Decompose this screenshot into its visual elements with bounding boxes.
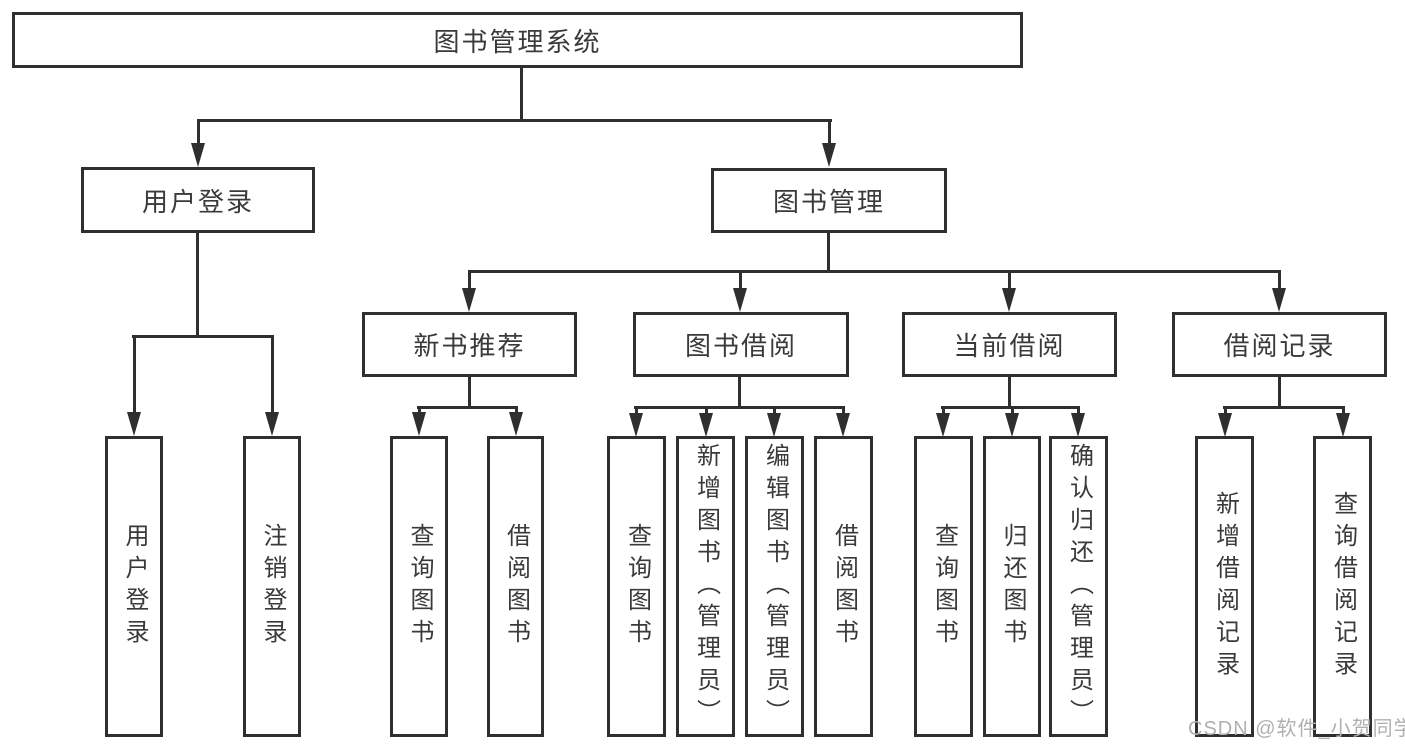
arrow-down-icon	[935, 413, 950, 437]
leaf-label: 注销登录	[259, 522, 286, 651]
connector-line-v	[520, 68, 523, 120]
arrow-stem	[270, 335, 274, 414]
connector-line-h	[468, 270, 1281, 273]
leaf-user-login: 用户登录	[105, 436, 163, 737]
arrow-down-icon	[1070, 413, 1085, 437]
arrow-down-icon	[1002, 288, 1016, 312]
leaf-label: 编辑图书（管理员）	[761, 442, 789, 731]
arrow-stem	[739, 270, 742, 290]
arrow-stem	[827, 119, 831, 145]
node-label: 图书管理	[772, 187, 885, 217]
arrow-down-icon	[733, 288, 747, 312]
leaf-label: 新增借阅记录	[1211, 490, 1239, 683]
arrow-down-icon	[462, 288, 476, 312]
arrow-down-icon	[628, 413, 643, 437]
connector-line-v	[1278, 377, 1281, 406]
leaf-label: 查询图书	[406, 522, 433, 651]
leaf-label: 新增图书（管理员）	[692, 442, 720, 731]
arrow-stem	[468, 270, 471, 290]
arrow-stem	[772, 406, 776, 415]
connector-line-v	[1008, 377, 1011, 406]
arrow-down-icon	[698, 413, 713, 437]
arrow-down-icon	[1272, 288, 1286, 312]
arrow-stem	[841, 406, 845, 415]
arrow-down-icon	[766, 413, 781, 437]
leaf-bb-add-books-admin: 新增图书（管理员）	[676, 436, 735, 737]
arrow-stem	[1278, 270, 1281, 290]
arrow-down-icon	[1004, 413, 1019, 437]
arrow-stem	[1223, 406, 1227, 415]
leaf-cb-return-books: 归还图书	[983, 436, 1041, 737]
node-root: 图书管理系统	[12, 12, 1023, 68]
arrow-stem	[634, 406, 638, 415]
leaf-label: 查询借阅记录	[1329, 490, 1357, 683]
connector-line-h	[634, 406, 845, 409]
node-new-book-recommend: 新书推荐	[362, 312, 577, 377]
arrow-down-icon	[190, 143, 205, 167]
arrow-stem	[417, 406, 421, 414]
connector-line-v	[738, 377, 741, 406]
leaf-label: 借阅图书	[830, 522, 858, 651]
leaf-nbr-query-books: 查询图书	[390, 436, 448, 737]
connector-line-v	[196, 233, 199, 335]
node-user-login: 用户登录	[81, 167, 315, 233]
node-label: 新书推荐	[413, 331, 526, 361]
arrow-down-icon	[1335, 413, 1350, 437]
connector-line-h	[197, 119, 832, 122]
connector-line-h	[1223, 406, 1345, 409]
arrow-stem	[1008, 270, 1011, 290]
arrow-down-icon	[508, 412, 523, 436]
leaf-nbr-borrow-books: 借阅图书	[487, 436, 544, 737]
arrow-stem	[1341, 406, 1345, 415]
connector-line-h	[417, 406, 518, 409]
leaf-bb-edit-books-admin: 编辑图书（管理员）	[745, 436, 804, 737]
connector-line-v	[827, 233, 830, 270]
arrow-stem	[1010, 406, 1014, 415]
leaf-label: 查询图书	[930, 522, 958, 651]
connector-line-h	[132, 335, 274, 338]
leaf-logout: 注销登录	[243, 436, 301, 737]
leaf-br-add-record: 新增借阅记录	[1195, 436, 1254, 737]
node-borrow-records: 借阅记录	[1172, 312, 1387, 377]
arrow-stem	[704, 406, 708, 415]
arrow-stem	[196, 119, 200, 145]
arrow-down-icon	[835, 413, 850, 437]
leaf-br-query-record: 查询借阅记录	[1313, 436, 1372, 737]
node-label: 图书管理系统	[433, 26, 602, 57]
leaf-cb-confirm-return-admin: 确认归还（管理员）	[1049, 436, 1108, 737]
leaf-label: 查询图书	[623, 522, 651, 651]
arrow-stem	[132, 335, 136, 414]
leaf-label: 归还图书	[999, 522, 1026, 651]
leaf-label: 用户登录	[121, 522, 148, 651]
arrow-stem	[941, 406, 945, 415]
arrow-down-icon	[126, 412, 141, 436]
node-label: 借阅记录	[1223, 331, 1336, 361]
node-label: 图书借阅	[684, 331, 797, 361]
watermark-text: CSDN @软件_小贺同学	[1188, 718, 1405, 740]
connector-line-v	[468, 377, 471, 406]
arrow-stem	[514, 406, 518, 414]
leaf-label: 借阅图书	[502, 522, 530, 651]
leaf-label: 确认归还（管理员）	[1065, 442, 1093, 731]
leaf-bb-borrow-books: 借阅图书	[814, 436, 873, 737]
node-current-borrow: 当前借阅	[902, 312, 1117, 377]
leaf-bb-query-books: 查询图书	[607, 436, 666, 737]
node-book-borrow: 图书借阅	[633, 312, 849, 377]
arrow-down-icon	[821, 143, 836, 167]
arrow-down-icon	[1217, 413, 1232, 437]
node-label: 用户登录	[141, 186, 254, 217]
arrow-down-icon	[411, 412, 426, 436]
arrow-down-icon	[264, 412, 279, 436]
leaf-cb-query-books: 查询图书	[914, 436, 973, 737]
arrow-stem	[1076, 406, 1080, 415]
node-label: 当前借阅	[953, 331, 1066, 361]
node-book-management: 图书管理	[711, 168, 947, 233]
